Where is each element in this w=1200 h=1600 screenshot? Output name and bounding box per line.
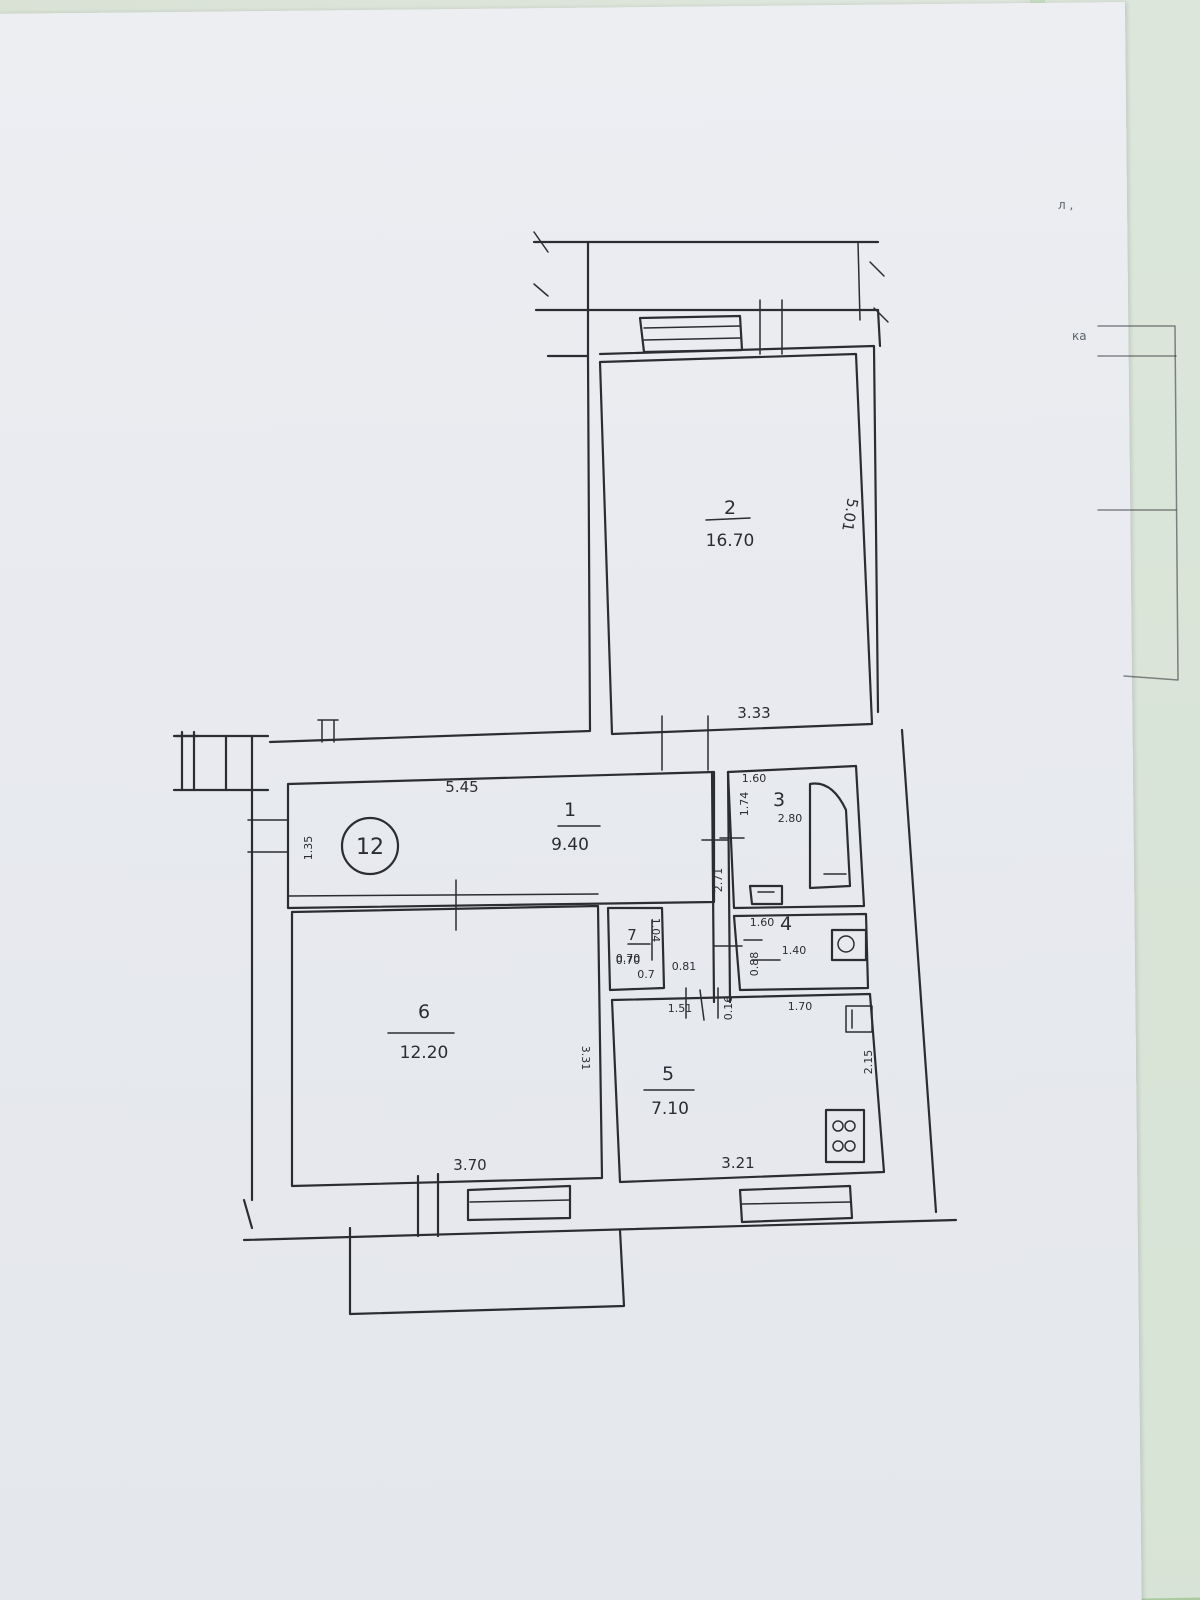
left-window [174,719,339,853]
room-1-number: 1 [564,799,576,821]
dim-088: 0.88 [748,952,761,977]
dim-215: 2.15 [862,1050,875,1075]
room-2-number: 2 [724,497,736,519]
dim-333: 3.33 [737,704,770,722]
room-1 [286,770,716,931]
room-7-area: 0.70 [616,952,641,965]
dim-151: 1.51 [668,1002,693,1015]
dim-331: 3.31 [579,1046,592,1071]
dim-104: 1.04 [649,918,662,943]
dim-016: 0.16 [722,996,735,1021]
room-2-area: 16.70 [706,531,755,551]
room-2 [598,299,874,771]
room-6 [290,904,626,1316]
dim-07: 0.7 [637,968,655,981]
dim-160b: 1.60 [750,916,775,929]
dim-271: 2.71 [712,868,725,893]
room-5 [610,987,886,1224]
room-4-number: 4 [780,913,792,935]
circled-label: 12 [356,835,384,860]
dim-135: 1.35 [302,836,315,861]
dim-501: 5.01 [838,497,862,533]
dim-370: 3.70 [453,1156,486,1174]
dim-081: 0.81 [672,960,697,973]
edge-text-middle: ка [1072,329,1087,343]
dim-170: 1.70 [788,1000,813,1013]
room-7 [606,906,666,992]
room-7-number: 7 [627,926,637,944]
dimension-labels: 5.45 3.33 5.01 3.70 3.21 3.31 2.71 2.15 … [302,497,875,1174]
room-3-area: 2.80 [778,812,803,825]
top-balcony [532,231,889,323]
room-6-area: 12.20 [400,1043,449,1063]
room-3-number: 3 [773,789,785,811]
room-labels: 1 9.40 2 16.70 3 2.80 4 1.40 5 7.10 6 12… [356,497,806,1119]
interior-partitions [699,770,743,1021]
room-5-number: 5 [662,1063,674,1085]
dim-070: 0.70 [616,954,641,967]
edge-text-top: л , [1058,198,1074,212]
dim-174: 1.74 [738,792,751,817]
room-3 [719,764,866,910]
room-1-area: 9.40 [551,835,589,855]
room-4 [732,912,870,992]
dim-160a: 1.60 [742,772,767,785]
room-6-number: 6 [418,1001,430,1023]
dim-321: 3.21 [721,1154,754,1172]
dim-545: 5.45 [445,778,478,796]
room-4-area: 1.40 [782,944,807,957]
side-table [1097,325,1179,681]
room-5-area: 7.10 [651,1099,689,1119]
